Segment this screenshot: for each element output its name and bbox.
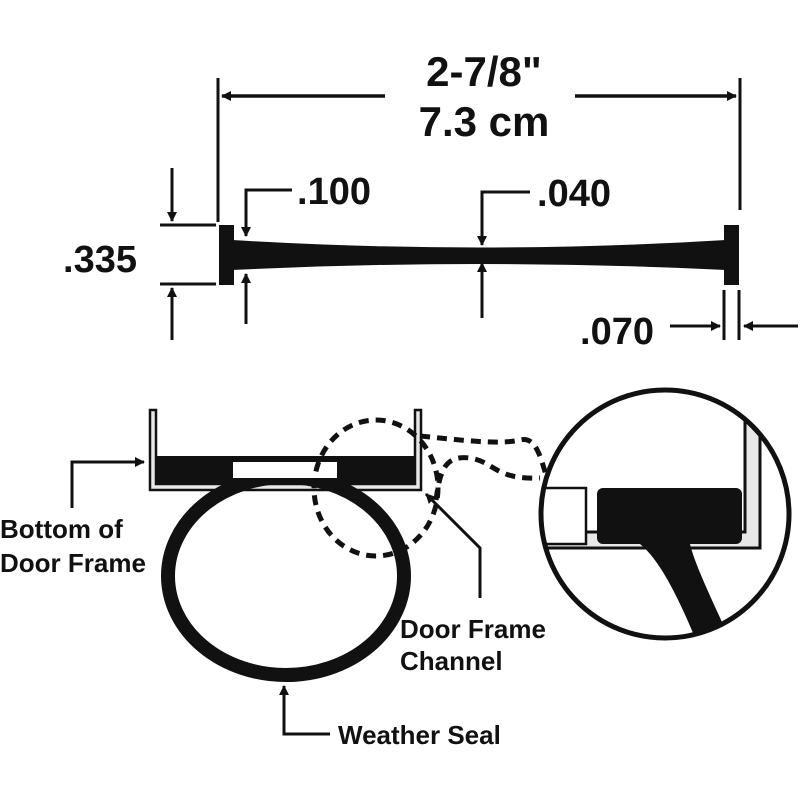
profile-section: 2-7/8" 7.3 cm .335 .100 .040 .070 <box>63 48 798 353</box>
channel-leader <box>424 492 482 598</box>
door-frame-bottom-label-line2: Door Frame <box>0 548 146 578</box>
height-label: .335 <box>63 239 137 281</box>
zoom-connector-upper <box>419 433 549 476</box>
center-thickness-label: .040 <box>537 173 611 215</box>
zoom-connector-lower <box>433 455 541 501</box>
center-thickness-leader <box>477 190 530 246</box>
magnified-detail <box>541 390 789 638</box>
magnified-detail-border <box>538 387 792 641</box>
profile-left-end <box>219 225 234 285</box>
channel-label-line2: Channel <box>400 646 503 676</box>
profile-web <box>232 240 726 270</box>
zoom-indicator-circle <box>311 417 441 559</box>
profile-right-end <box>724 225 739 285</box>
door-frame-bottom-leader <box>70 457 145 508</box>
lip-thickness-label: .070 <box>580 311 654 353</box>
overall-width-inches: 2-7/8" <box>426 48 542 95</box>
door-frame-bottom-label-line1: Bottom of <box>0 514 123 544</box>
weather-seal-label: Weather Seal <box>338 720 501 750</box>
seal-flange-opening <box>231 460 339 480</box>
overall-width-cm: 7.3 cm <box>419 98 550 145</box>
end-thickness-leader <box>241 188 292 237</box>
weather-seal-bulb <box>161 470 411 682</box>
channel-label-line1: Door Frame <box>400 614 546 644</box>
weather-seal-leader <box>279 685 330 736</box>
installed-view: Bottom of Door Frame Door Frame Channel … <box>0 387 792 750</box>
end-thickness-label: .100 <box>297 171 371 213</box>
